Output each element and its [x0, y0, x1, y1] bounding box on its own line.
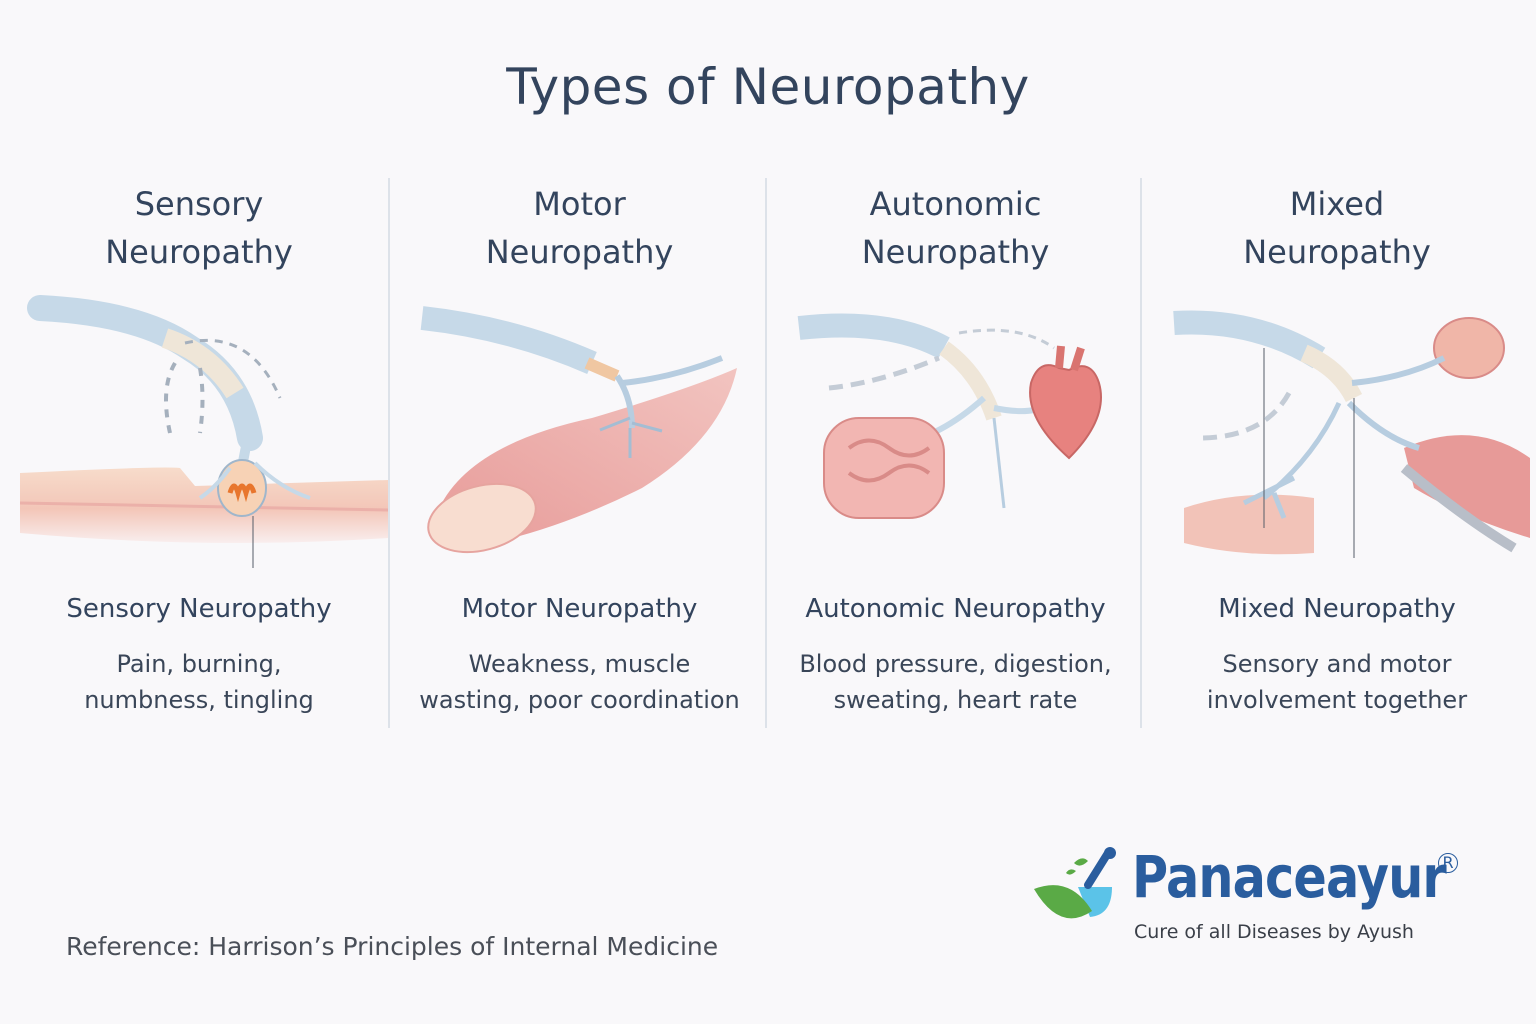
panel-description: Sensory and motor involvement together — [1206, 650, 1468, 714]
panel-description: Weakness, muscle wasting, poor coordinat… — [419, 650, 740, 714]
sensory-neuropathy-panel: Sensory Neuropathy Sensory Neuropathy — [10, 178, 389, 728]
reference-note: Reference: Harrison’s Principles of Inte… — [66, 932, 719, 961]
brand-tagline: Cure of all Diseases by Ayush — [1134, 921, 1414, 943]
panel-description: Pain, burning, numbness, tingling — [84, 650, 314, 714]
nerve-to-skin-receptor-icon — [10, 288, 389, 578]
column-divider — [388, 178, 390, 728]
panel-heading: Motor Neuropathy — [485, 185, 674, 271]
panel-heading: Autonomic Neuropathy — [861, 185, 1050, 271]
panel-name: Sensory Neuropathy — [66, 594, 332, 624]
panel-name: Motor Neuropathy — [461, 594, 698, 624]
column-divider — [765, 178, 767, 728]
panel-heading: Sensory Neuropathy — [105, 185, 293, 271]
page-title: Types of Neuropathy — [506, 58, 1030, 116]
mixed-neuropathy-panel: Mixed Neuropathy Mixed Neuropathy Sensor… — [1144, 178, 1530, 728]
panaceayur-logo: Panaceayur R Cure of all Diseases by Ayu… — [1030, 843, 1470, 945]
nerve-to-muscle-icon — [392, 288, 767, 578]
autonomic-neuropathy-panel: Autonomic Neuropathy Autonomic Neuropath… — [769, 178, 1142, 728]
nerve-to-heart-and-intestine-icon — [769, 288, 1142, 578]
panel-heading: Mixed Neuropathy — [1243, 185, 1431, 271]
registered-mark: R — [1438, 853, 1458, 873]
panel-name: Mixed Neuropathy — [1218, 594, 1456, 624]
mortar-pestle-leaf-icon — [1034, 847, 1116, 919]
motor-neuropathy-panel: Motor Neuropathy Motor Neuropathy Weakne… — [392, 178, 767, 728]
brand-name: Panaceayur — [1132, 843, 1447, 911]
column-divider — [1140, 178, 1142, 728]
panel-name: Autonomic Neuropathy — [805, 594, 1106, 624]
nerve-to-skin-muscle-organ-icon — [1144, 288, 1530, 578]
panel-description: Blood pressure, digestion, sweating, hea… — [799, 650, 1112, 714]
